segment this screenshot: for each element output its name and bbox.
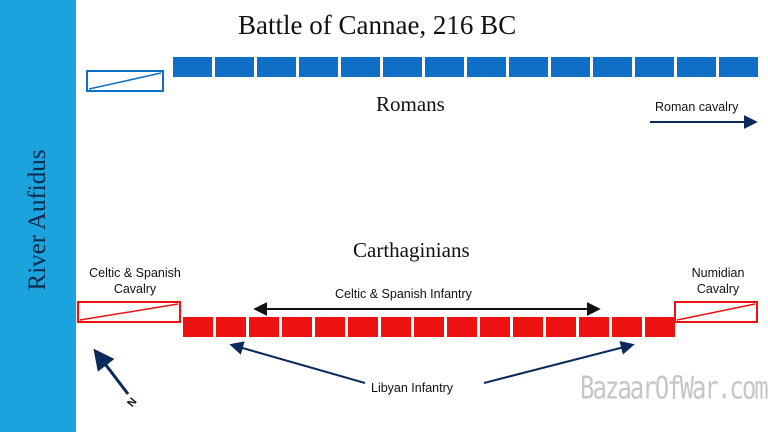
- roman-infantry-unit: [635, 57, 674, 77]
- roman-infantry-unit: [341, 57, 380, 77]
- libyan-infantry-label: Libyan Infantry: [371, 381, 453, 395]
- roman-infantry-unit: [257, 57, 296, 77]
- compass-label: N: [125, 396, 139, 410]
- right-cavalry-label: Numidian Cavalry: [691, 266, 745, 296]
- roman-cavalry-left: [86, 70, 164, 92]
- carthaginian-infantry-unit: [183, 317, 213, 337]
- roman-infantry-unit: [173, 57, 212, 77]
- river-label: River Aufidus: [24, 149, 51, 291]
- carthaginian-infantry-unit: [348, 317, 378, 337]
- roman-infantry-unit: [467, 57, 506, 77]
- libyan-left-arrow: [229, 341, 366, 384]
- carthaginian-infantry-unit: [447, 317, 477, 337]
- roman-infantry-unit: [593, 57, 632, 77]
- carthaginian-infantry-unit: [381, 317, 411, 337]
- roman-infantry-unit: [551, 57, 590, 77]
- carthaginian-infantry-unit: [645, 317, 675, 337]
- roman-infantry-unit: [677, 57, 716, 77]
- carthaginian-infantry-unit: [216, 317, 246, 337]
- carthaginian-infantry-unit: [513, 317, 543, 337]
- roman-infantry-unit: [299, 57, 338, 77]
- diagram-title: Battle of Cannae, 216 BC: [238, 10, 517, 40]
- roman-infantry-unit: [425, 57, 464, 77]
- numidian-cavalry: [674, 301, 758, 323]
- river-aufidus: River Aufidus: [0, 0, 76, 432]
- carthaginian-infantry-unit: [546, 317, 576, 337]
- roman-infantry-unit: [383, 57, 422, 77]
- carthaginian-infantry-unit: [414, 317, 444, 337]
- roman-infantry-unit: [719, 57, 758, 77]
- carthaginian-infantry-line: [183, 317, 675, 337]
- carthaginian-infantry-unit: [612, 317, 642, 337]
- watermark: BazaarOfWar.com: [580, 370, 768, 407]
- roman-infantry-unit: [509, 57, 548, 77]
- compass-arrow: [93, 348, 130, 395]
- left-cavalry-label: Celtic & Spanish Cavalry: [89, 266, 181, 296]
- celtic-spanish-cavalry: [77, 301, 181, 323]
- carthaginian-infantry-unit: [315, 317, 345, 337]
- romans-label: Romans: [376, 92, 445, 116]
- carthaginians-label: Carthaginians: [353, 238, 470, 262]
- celtic-spanish-infantry-label: Celtic & Spanish Infantry: [335, 287, 472, 301]
- carthaginian-infantry-unit: [579, 317, 609, 337]
- carthaginian-infantry-unit: [480, 317, 510, 337]
- roman-infantry-unit: [215, 57, 254, 77]
- roman-infantry-line: [173, 57, 758, 77]
- roman-cavalry-label: Roman cavalry: [655, 100, 739, 114]
- carthaginian-infantry-unit: [282, 317, 312, 337]
- carthaginian-infantry-unit: [249, 317, 279, 337]
